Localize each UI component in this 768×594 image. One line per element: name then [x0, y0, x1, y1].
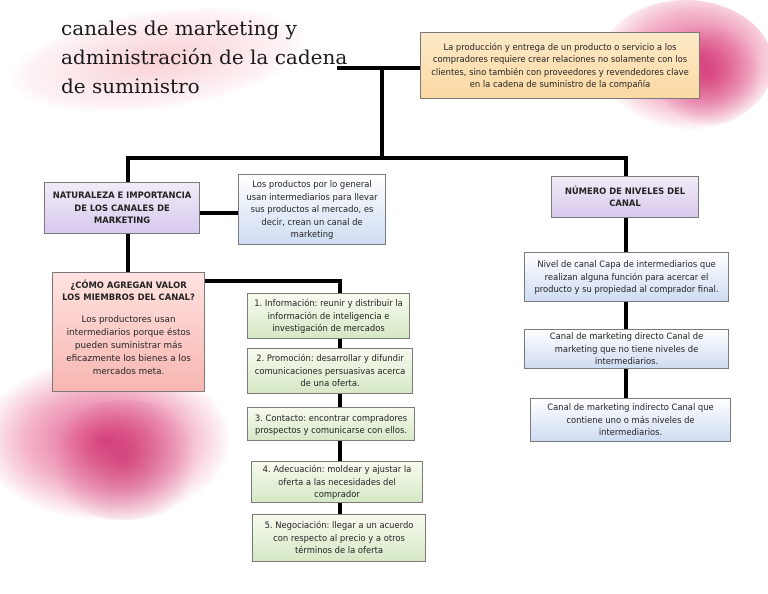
function-negociacion: 5. Negociación: llegar a un acuerdo con … — [252, 514, 426, 562]
function-information: 1. Información: reunir y distribuir la i… — [247, 293, 410, 339]
add-value-body: Los productores usan intermediarios porq… — [66, 314, 191, 377]
function-contact: 3. Contacto: encontrar compradores prosp… — [247, 407, 415, 441]
nature-importance-heading: NATURALEZA E IMPORTANCIA DE LOS CANALES … — [44, 182, 200, 234]
diagram-title: canales de marketing y administración de… — [61, 16, 348, 98]
function-promotion: 2. Promoción: desarrollar y difundir com… — [247, 348, 413, 394]
channel-level-definition: Nivel de canal Capa de intermediarios qu… — [524, 252, 729, 302]
pink-watercolor-bottom-left-2 — [40, 400, 210, 520]
connector — [126, 156, 130, 182]
direct-channel-definition: Canal de marketing directo Canal de mark… — [524, 329, 729, 369]
add-value-title: ¿CÓMO AGREGAN VALOR LOS MIEMBROS DEL CAN… — [62, 280, 195, 303]
connector — [182, 279, 342, 283]
connector — [126, 156, 628, 160]
add-value-box: ¿CÓMO AGREGAN VALOR LOS MIEMBROS DEL CAN… — [52, 272, 205, 392]
connector — [624, 218, 628, 400]
supply-chain-description: La producción y entrega de un producto o… — [420, 32, 700, 99]
connector — [126, 234, 130, 274]
intermediaries-description: Los productos por lo general usan interm… — [238, 174, 386, 245]
indirect-channel-definition: Canal de marketing indirecto Canal que c… — [530, 398, 731, 442]
function-adecuacion: 4. Adecuación: moldear y ajustar la ofer… — [251, 461, 423, 503]
connector — [624, 156, 628, 176]
connector — [200, 211, 238, 215]
connector — [337, 66, 421, 70]
channel-levels-heading: NÚMERO DE NIVELES DEL CANAL — [551, 176, 699, 218]
connector — [380, 66, 384, 160]
